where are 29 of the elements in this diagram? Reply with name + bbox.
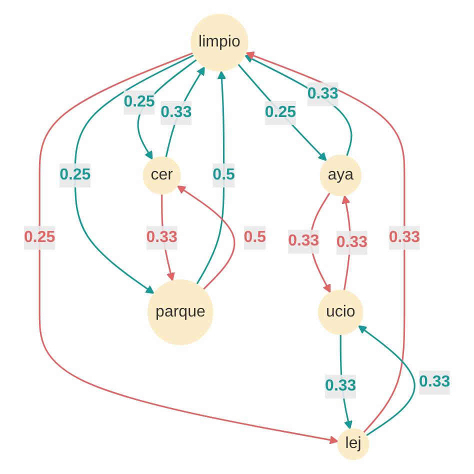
node-circle: lej (337, 428, 370, 460)
edge-label: 0.33 (288, 232, 320, 250)
node-circle: aya (320, 154, 362, 196)
node-circle: cer (142, 156, 181, 195)
arrow (244, 54, 352, 156)
edge-label: 0.25 (124, 93, 155, 110)
edge-label: 0.33 (388, 228, 420, 246)
edge-label: 0.33 (307, 85, 338, 102)
arrow (358, 325, 416, 436)
node-circle: limpio (190, 14, 248, 72)
arrow (137, 59, 198, 160)
edge-label: 0.33 (160, 104, 192, 122)
edge-label: 0.33 (336, 234, 368, 251)
node-circle: parque (147, 279, 214, 346)
arrow (176, 185, 236, 290)
edge-label: 0.25 (264, 104, 296, 122)
arrow (237, 64, 327, 162)
edge-label: 0.5 (212, 166, 235, 184)
edge-label: 0.5 (244, 228, 266, 246)
node-circle: ucio (318, 290, 364, 335)
arrow (74, 54, 194, 294)
edge-label: 0.33 (418, 374, 450, 391)
edge-label: 0.25 (59, 166, 91, 184)
arrow (38, 52, 338, 444)
edge-label: 0.33 (146, 228, 178, 246)
arrow (196, 70, 226, 285)
edge-label: 0.33 (324, 378, 356, 395)
arrow (246, 52, 406, 434)
edge-label: 0.25 (24, 228, 56, 246)
